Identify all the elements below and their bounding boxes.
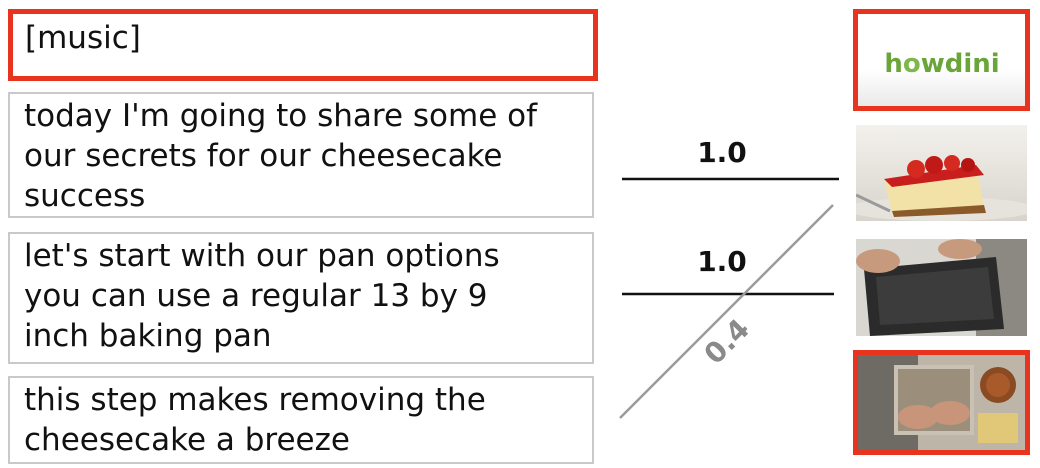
score-row2: 1.0 xyxy=(697,245,747,278)
alignment-line-diagonal xyxy=(619,204,834,419)
caption-music: [music] xyxy=(8,9,598,81)
thumbnail-lining-pan xyxy=(853,350,1030,455)
caption-cheesecake-secrets: today I'm going to share some of our sec… xyxy=(8,92,594,218)
thumbnail-howdini-logo: howdini xyxy=(853,9,1030,111)
baking-pan-image xyxy=(856,239,1027,336)
cheesecake-image xyxy=(856,125,1027,221)
svg-text:howdini: howdini xyxy=(884,49,999,79)
score-row1: 1.0 xyxy=(697,136,747,169)
howdini-logo-icon: howdini xyxy=(884,49,999,79)
thumbnail-baking-pan xyxy=(856,239,1027,336)
caption-pan-options: let's start with our pan options you can… xyxy=(8,232,594,364)
thumbnail-cheesecake xyxy=(856,125,1027,221)
caption-removing-cheesecake: this step makes removing the cheesecake … xyxy=(8,376,594,464)
lining-pan-image xyxy=(858,355,1025,450)
